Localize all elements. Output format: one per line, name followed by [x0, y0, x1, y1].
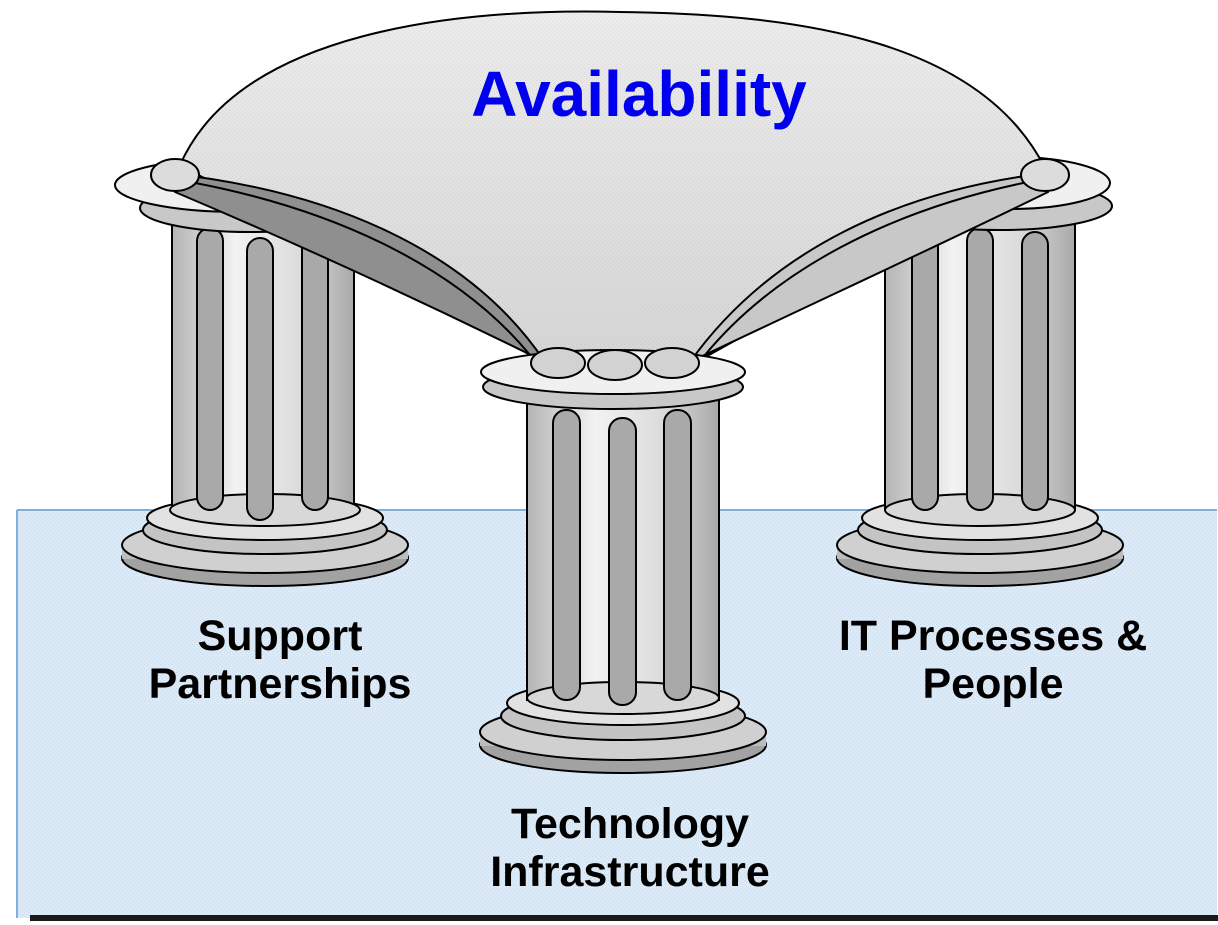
pillar-label-center: Technology Infrastructure: [420, 800, 840, 896]
capital-knob-center-2: [587, 349, 643, 381]
pillar-label-left-line2: Partnerships: [148, 660, 412, 709]
pillar-label-right: IT Processes & People: [778, 612, 1208, 708]
pillar-center: [479, 347, 767, 774]
capital-knob-right: [1020, 158, 1070, 192]
pillar-label-left: Support Partnerships: [95, 612, 465, 708]
pillar-label-center-line2: Infrastructure: [490, 848, 770, 897]
dome-title: Availability: [471, 58, 807, 130]
capital-knob-center-1: [530, 347, 586, 379]
capital-knob-left: [150, 158, 200, 192]
capital-knob-center-3: [644, 347, 700, 379]
pillar-label-right-line1: IT Processes &: [838, 612, 1148, 660]
pillar-label-center-line1: Technology: [510, 800, 750, 848]
availability-dome: [150, 10, 1070, 365]
pillar-label-right-line2: People: [922, 660, 1064, 709]
floor-bottom-shadow: [30, 915, 1218, 921]
pillar-label-left-line1: Support: [197, 612, 363, 660]
